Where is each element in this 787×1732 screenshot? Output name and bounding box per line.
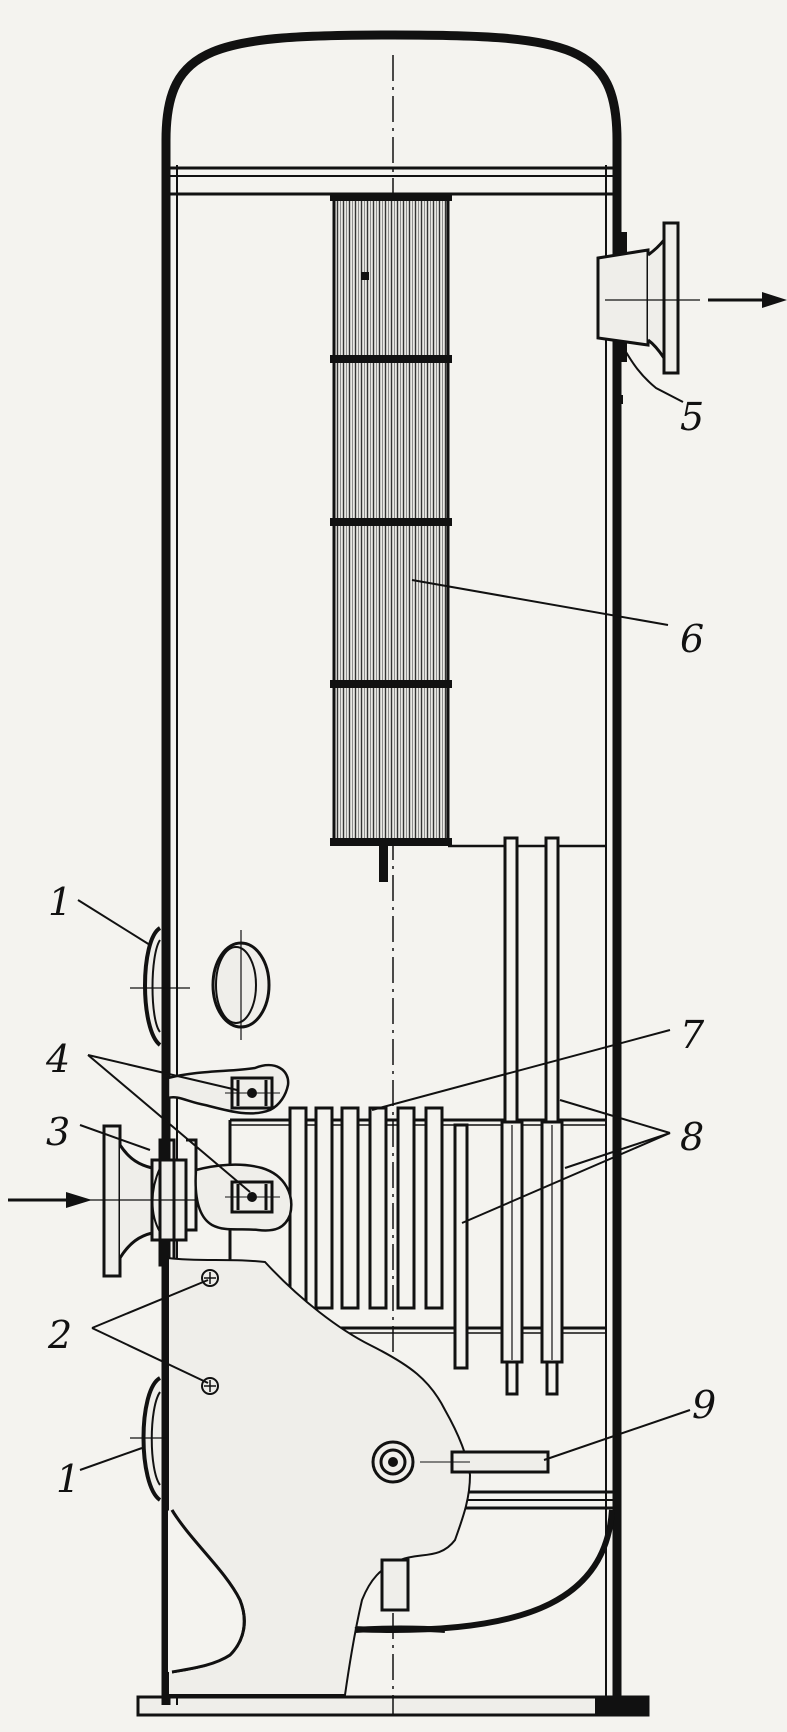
label-bolts: 2 (47, 1313, 72, 1357)
valve-patch-lower (194, 1163, 293, 1232)
plate (424, 1106, 444, 1310)
outlet-arrow-icon (708, 292, 787, 308)
valve-patch-upper (166, 1063, 290, 1115)
inlet-nozzle (20, 1124, 200, 1278)
label-filter-cartridge: 6 (680, 617, 704, 661)
label-filter-plates: 7 (680, 1013, 705, 1057)
filter-plates (288, 1106, 469, 1370)
label-heater-tubes: 8 (680, 1115, 704, 1159)
sight-port (211, 930, 271, 1040)
plate (396, 1106, 416, 1310)
plate (453, 1123, 469, 1370)
label-manhole-lower: 1 (56, 1457, 80, 1501)
label-inlet-nozzle: 3 (46, 1110, 70, 1154)
heater-tubes (500, 836, 564, 1396)
manhole-upper (130, 926, 190, 1047)
side-nozzle (371, 1440, 550, 1484)
plate (314, 1106, 334, 1310)
outlet-nozzle (596, 221, 700, 375)
inlet-arrow-icon (8, 1192, 92, 1208)
label-valves: 4 (45, 1037, 70, 1081)
top-ring (170, 166, 613, 196)
drain-pipe (354, 1558, 446, 1633)
label-outlet-nozzle: 5 (680, 395, 704, 439)
label-side-nozzle: 9 (692, 1383, 716, 1427)
leader-lines (77, 351, 691, 1471)
plate (368, 1106, 388, 1310)
plate (340, 1106, 360, 1310)
filter-cartridge (330, 193, 452, 882)
label-manhole-upper: 1 (48, 880, 72, 924)
